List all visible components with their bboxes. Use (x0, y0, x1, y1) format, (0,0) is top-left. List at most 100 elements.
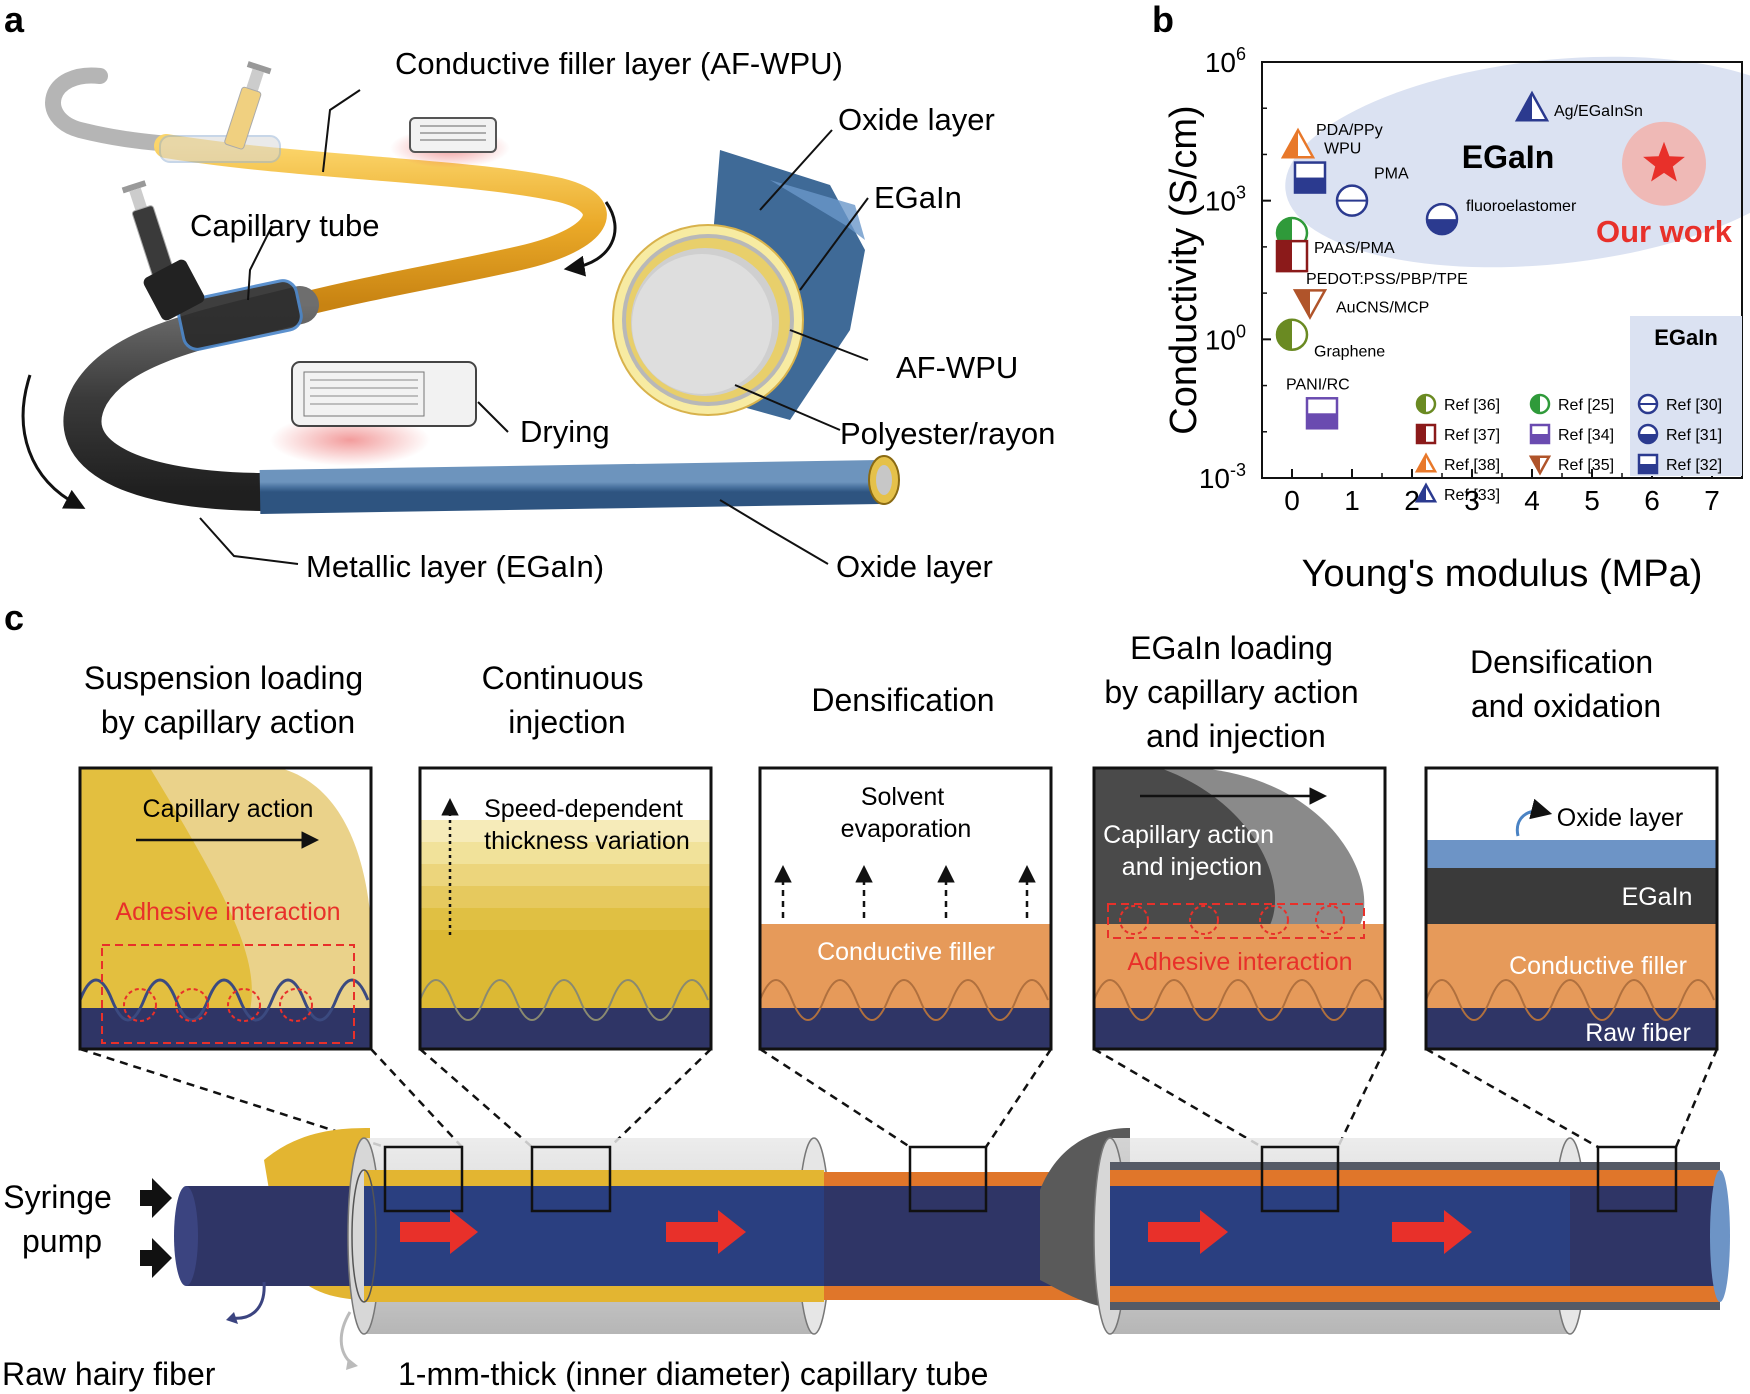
legend-label: Ref [32] (1666, 457, 1722, 474)
zoom-lines (79, 1047, 1719, 1149)
data-point-label: PMA (1374, 166, 1409, 183)
y-tick-label: 100 (1205, 321, 1246, 355)
legend-marker (1637, 423, 1659, 445)
panel-a: a (4, 0, 1055, 584)
oxide-coated-fiber (259, 460, 881, 514)
data-point-label: PANI/RC (1286, 376, 1350, 393)
inset-1-label-capillary: Capillary action (143, 795, 314, 823)
data-point (1425, 202, 1459, 236)
label-capillary-tube: Capillary tube (190, 208, 380, 243)
inset-suspension-loading: Capillary action Adhesive interaction (78, 766, 373, 1051)
label-oxide-layer-top: Oxide layer (838, 102, 995, 137)
process-schematic (140, 1128, 1730, 1370)
legend-item: Ref [35] (1528, 455, 1614, 476)
direction-arrow (21, 374, 86, 509)
x-tick-label: 0 (1284, 485, 1300, 516)
data-point (1280, 127, 1316, 159)
label-oxide-layer-bottom: Oxide layer (836, 549, 993, 584)
label-metallic-layer: Metallic layer (EGaIn) (306, 549, 604, 584)
legend-item: Ref [33] (1414, 482, 1500, 504)
legend-label: Ref [34] (1558, 427, 1614, 444)
x-tick-label: 6 (1644, 485, 1660, 516)
legend-item: Ref [32] (1637, 453, 1722, 475)
data-point-label: AuCNS/MCP (1336, 299, 1429, 316)
inset-4-label-capillary: Capillary action and injection (1103, 821, 1281, 881)
x-tick-label: 3 (1464, 485, 1480, 516)
inset-2-label: Speed-dependent thickness variation (484, 795, 690, 855)
panel-c-letter: c (4, 597, 24, 638)
label-af-wpu: AF-WPU (896, 350, 1018, 385)
x-axis-label: Young's modulus (MPa) (1302, 553, 1703, 595)
legend-marker (1528, 455, 1552, 476)
direction-arrow (563, 201, 617, 277)
data-point (1292, 289, 1328, 320)
data-point (1293, 161, 1327, 194)
data-point (1275, 318, 1309, 351)
label-conductive-filler-layer: Conductive filler layer (AF-WPU) (395, 46, 843, 81)
data-point (1275, 239, 1309, 273)
inset-egain-loading: Capillary action and injection Adhesive … (1092, 766, 1387, 1051)
inset-3-label-filler: Conductive filler (817, 938, 995, 966)
label-egain: EGaIn (874, 180, 962, 215)
data-point (1305, 397, 1339, 430)
egain-region (1285, 56, 1750, 268)
legend-title: EGaIn (1654, 325, 1718, 350)
data-point (1643, 141, 1685, 182)
data-point-label: Graphene (1314, 344, 1385, 361)
step-1-title: Suspension loading by capillary action (84, 660, 372, 740)
our-work-label: Our work (1596, 214, 1733, 249)
heater-icon (390, 117, 510, 168)
legend-marker (1414, 452, 1438, 473)
step-3-title: Densification (811, 682, 994, 718)
inset-densification: Solvent evaporation Conductive filler (758, 766, 1053, 1051)
data-point-label: fluoroelastomer (1466, 198, 1577, 215)
egain-region-label: EGaIn (1462, 139, 1554, 175)
panel-b-letter: b (1152, 0, 1174, 40)
capillary-tube-label: 1-mm-thick (inner diameter) capillary tu… (398, 1356, 988, 1392)
y-tick-label: 106 (1205, 44, 1246, 78)
legend-label: Ref [31] (1666, 427, 1722, 444)
legend-item: Ref [37] (1415, 423, 1500, 445)
panel-c: c Suspension loading by capillary action… (2, 597, 1730, 1392)
legend-label: Ref [37] (1444, 427, 1500, 444)
data-point (1514, 90, 1550, 122)
legend-label: Ref [33] (1444, 487, 1500, 504)
syringe-icon (224, 61, 272, 150)
data-point-label: Ag/EGaInSn (1554, 103, 1643, 120)
raw-fiber-curl (45, 67, 176, 152)
inset-continuous-injection: Speed-dependent thickness variation (418, 766, 713, 1051)
inset-5-label-filler: Conductive filler (1509, 952, 1687, 980)
gold-coated-fiber (154, 134, 607, 317)
legend-label: Ref [38] (1444, 457, 1500, 474)
label-drying: Drying (520, 414, 610, 449)
x-tick-label: 1 (1344, 485, 1360, 516)
legend-marker (1414, 482, 1438, 503)
legend-item: Ref [25] (1529, 393, 1614, 415)
data-point-label: PEDOT:PSS/PBP/TPE (1306, 271, 1468, 288)
legend-item: Ref [31] (1637, 423, 1722, 445)
y-axis-label: Conductivity (S/cm) (1163, 105, 1205, 434)
legend-item: Ref [34] (1529, 423, 1614, 445)
label-polyester-rayon: Polyester/rayon (840, 416, 1055, 451)
inset-densification-oxidation: Oxide layer EGaIn Conductive filler Raw … (1424, 766, 1719, 1051)
capillary-tube-middle (177, 279, 303, 351)
inset-3-label-solvent: Solvent evaporation (841, 783, 972, 843)
syringe-pump-label: Syringe pump (3, 1179, 120, 1259)
capillary-tube-top (159, 135, 281, 163)
legend-marker (1529, 393, 1551, 415)
step-2-title: Continuous injection (482, 660, 653, 740)
step-5-title: Densification and oxidation (1470, 644, 1662, 724)
heater-icon (270, 361, 477, 466)
legend-label: Ref [25] (1558, 397, 1614, 414)
data-point (1335, 184, 1369, 217)
y-tick-label: 10-3 (1199, 460, 1246, 494)
data-point-label: PDA/PPy (1316, 122, 1383, 139)
inset-5-label-egain: EGaIn (1622, 883, 1693, 911)
legend-item: Ref [30] (1637, 393, 1722, 415)
x-tick-label: 4 (1524, 485, 1540, 516)
legend-marker (1415, 393, 1437, 415)
y-tick-label: 103 (1205, 183, 1246, 217)
